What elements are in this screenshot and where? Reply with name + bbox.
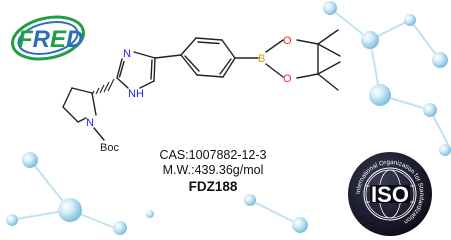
structure-atoms: N N H N Boc B O O [86, 35, 292, 154]
iso-badge: International Organization for Standardi… [348, 152, 432, 236]
structure-bonds [62, 29, 341, 141]
logo-letter-e: E [50, 26, 67, 53]
cas-number: CAS:1007882-12-3 [159, 148, 267, 162]
iso-center-text: ISO [371, 182, 409, 207]
atom-boron: B [258, 53, 265, 65]
atom-n-pyrrolidine: N [86, 117, 94, 129]
background-balls [6, 1, 451, 235]
logo-letter-r: R [33, 26, 51, 53]
fred-logo: FRED [11, 15, 85, 61]
atom-o-upper: O [283, 35, 292, 47]
logo-letter-f: F [18, 26, 34, 53]
atom-h-imidazole: H [136, 88, 144, 100]
atom-n-imidazole-bottom: N [128, 88, 136, 100]
logo-letter-d: D [66, 26, 83, 53]
atom-n-imidazole-top: N [123, 48, 131, 60]
product-code: FDZ188 [188, 179, 238, 194]
stereo-hash-bond [91, 78, 115, 96]
atom-boc: Boc [100, 142, 119, 154]
atom-o-lower: O [283, 73, 292, 85]
svg-text:FRED: FRED [18, 26, 83, 53]
molecular-weight: M.W.:439.36g/mol [162, 163, 264, 177]
